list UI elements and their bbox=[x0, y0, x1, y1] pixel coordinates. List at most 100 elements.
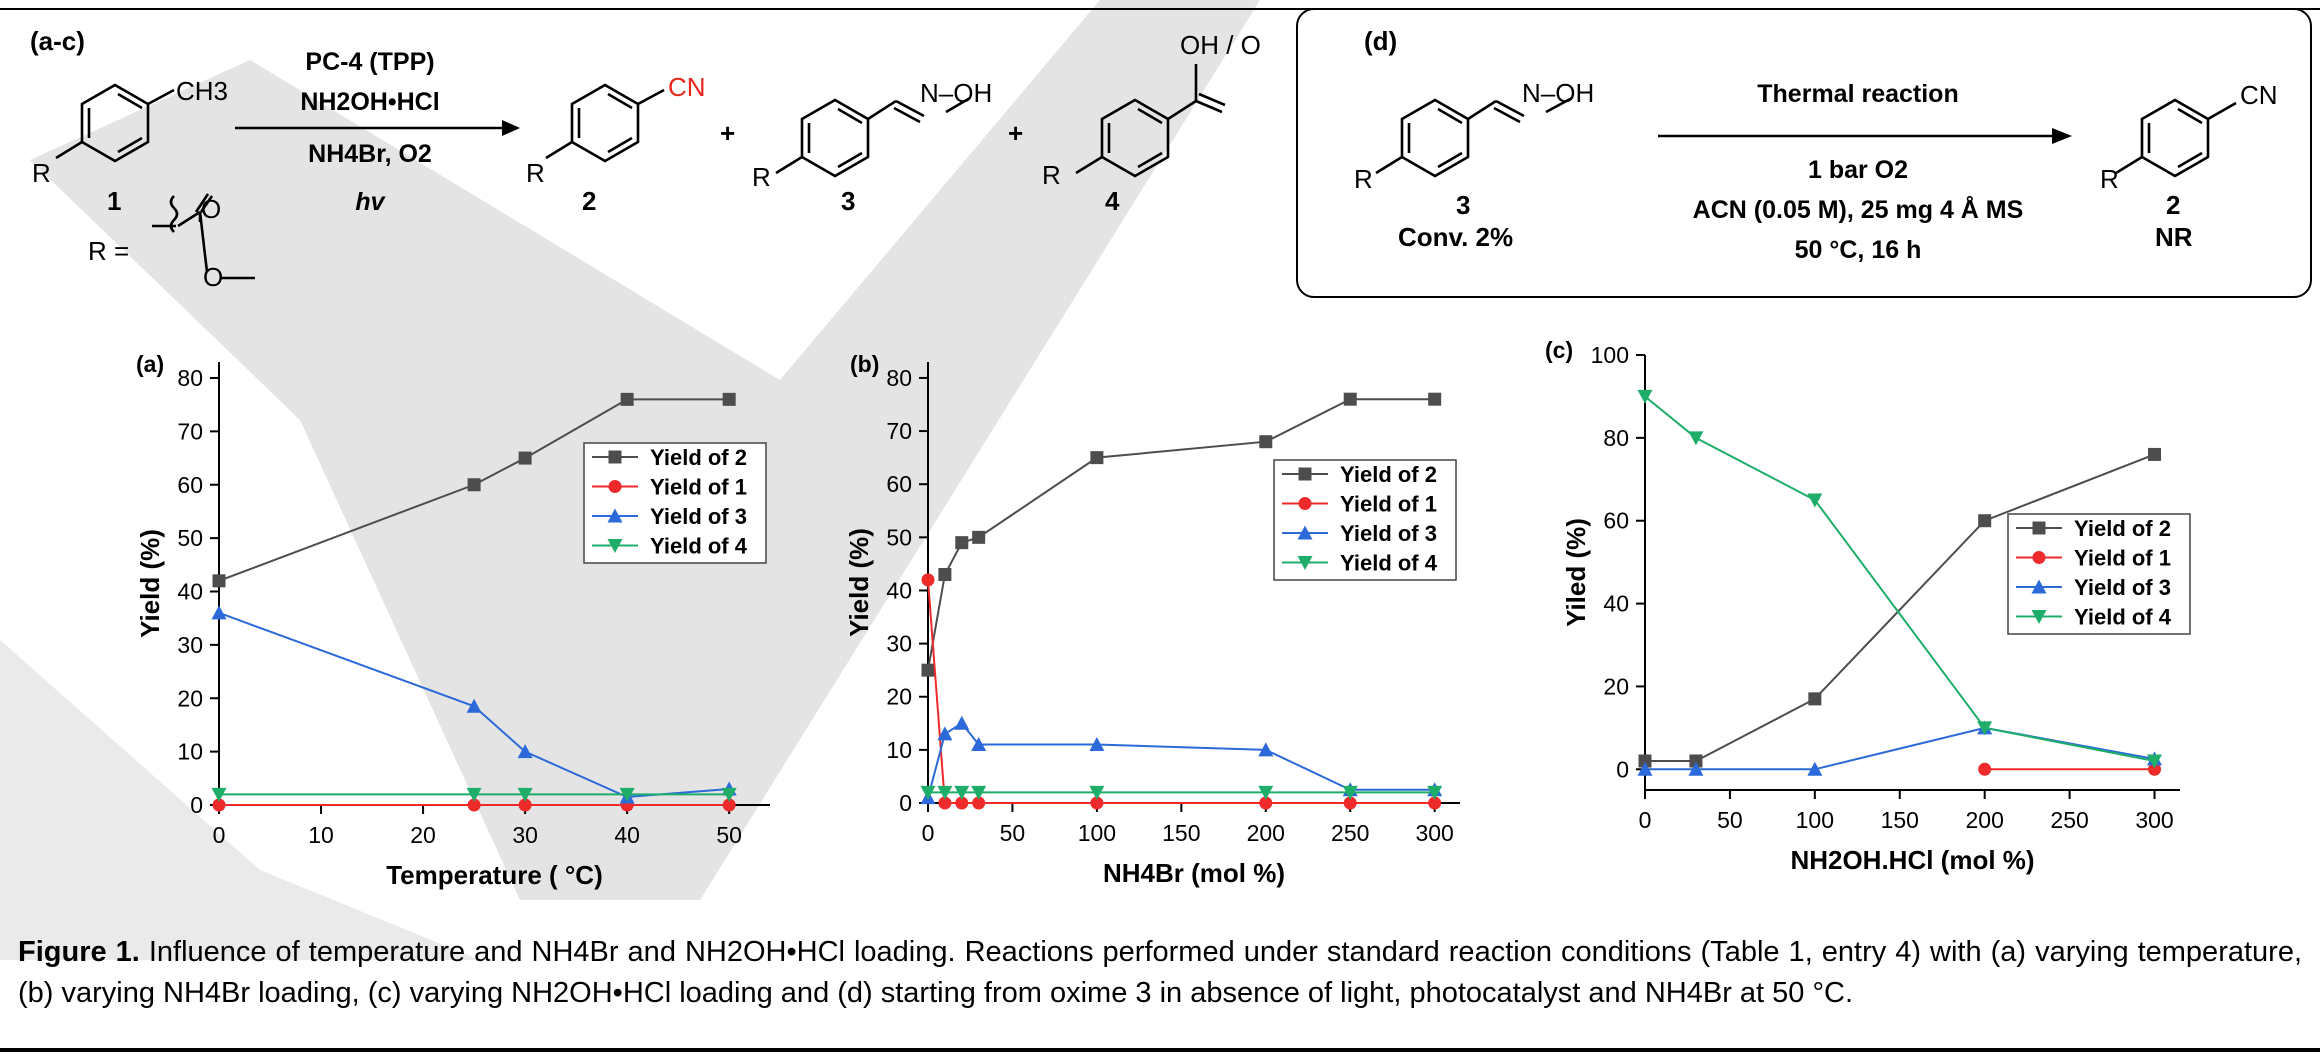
legend-marker bbox=[608, 450, 622, 464]
legend-label: Yield of 2 bbox=[650, 445, 747, 470]
legend-marker bbox=[2031, 579, 2047, 594]
data-point bbox=[938, 796, 952, 810]
compound-2-substituent: R bbox=[526, 158, 545, 188]
data-point bbox=[1258, 742, 1274, 757]
y-tick-label: 40 bbox=[886, 577, 912, 603]
data-point bbox=[1343, 796, 1357, 810]
scheme-d-start-note: Conv. 2% bbox=[1398, 222, 1514, 252]
caption-text: Influence of temperature and NH4Br and N… bbox=[18, 936, 2303, 1009]
data-point bbox=[1637, 761, 1653, 776]
x-tick-label: 150 bbox=[1162, 820, 1200, 846]
legend-label: Yield of 4 bbox=[2074, 605, 2172, 630]
top-rule bbox=[0, 8, 2320, 10]
data-point bbox=[1259, 435, 1273, 449]
x-tick-label: 0 bbox=[213, 822, 226, 848]
reagent-3: NH4Br, O2 bbox=[308, 140, 432, 168]
y-tick-label: 40 bbox=[1603, 591, 1629, 617]
series-4 bbox=[920, 785, 1443, 800]
y-tick-label: 70 bbox=[886, 418, 912, 444]
x-tick-label: 10 bbox=[308, 822, 334, 848]
legend-marker bbox=[607, 539, 623, 553]
legend-marker bbox=[2032, 551, 2046, 564]
compound-3-substituent: R bbox=[752, 162, 771, 192]
compound-1-group: CH3 bbox=[176, 76, 229, 106]
legend-label: Yield of 3 bbox=[1340, 521, 1437, 546]
y-tick-label: 30 bbox=[886, 631, 912, 657]
series-1 bbox=[921, 392, 1442, 677]
data-point bbox=[1427, 785, 1443, 800]
scheme-d-start-group: N–OH bbox=[1522, 78, 1595, 108]
data-point bbox=[1807, 493, 1823, 508]
scheme-d-condition-3: 50 °C, 16 h bbox=[1794, 236, 1922, 264]
data-point bbox=[619, 787, 635, 802]
compound-3-number: 3 bbox=[841, 186, 856, 216]
plus-sign-2: + bbox=[1008, 118, 1024, 148]
data-point bbox=[972, 530, 986, 544]
data-point bbox=[1342, 785, 1358, 800]
y-tick-label: 50 bbox=[177, 525, 203, 551]
scheme-d-condition-2: ACN (0.05 M), 25 mg 4 Å MS bbox=[1692, 196, 2024, 224]
plus-sign: + bbox=[720, 118, 736, 148]
data-point bbox=[1689, 754, 1703, 768]
y-tick-label: 80 bbox=[1603, 425, 1629, 451]
caption-label: Figure 1. bbox=[18, 936, 140, 968]
data-point bbox=[518, 798, 532, 812]
data-point bbox=[1090, 796, 1104, 810]
data-point bbox=[722, 798, 736, 812]
scheme-d-box bbox=[1296, 8, 2312, 298]
x-axis-label: NH2OH.HCl (mol %) bbox=[1790, 845, 2034, 875]
scheme-d-start-substituent: R bbox=[1354, 164, 1373, 194]
legend-marker bbox=[608, 480, 622, 493]
scheme-d-product-substituent: R bbox=[2100, 164, 2119, 194]
y-tick-label: 20 bbox=[177, 685, 203, 711]
data-point bbox=[467, 798, 481, 812]
x-tick-label: 30 bbox=[512, 822, 538, 848]
x-tick-label: 20 bbox=[410, 822, 436, 848]
data-point bbox=[1978, 514, 1992, 528]
bottom-rule bbox=[0, 1048, 2320, 1052]
data-point bbox=[954, 715, 970, 730]
data-point bbox=[954, 785, 970, 800]
y-tick-label: 0 bbox=[1616, 756, 1629, 782]
legend-label: Yield of 4 bbox=[650, 534, 748, 559]
x-tick-label: 300 bbox=[2135, 807, 2173, 833]
series-2 bbox=[921, 573, 1442, 810]
scheme-abc-tag: (a-c) bbox=[30, 26, 85, 56]
legend-label: Yield of 2 bbox=[1340, 462, 1437, 487]
data-point bbox=[971, 785, 987, 800]
y-tick-label: 10 bbox=[177, 739, 203, 765]
data-point bbox=[212, 798, 226, 812]
x-axis-label: Temperature ( °C) bbox=[386, 860, 603, 890]
data-point bbox=[955, 536, 969, 550]
y-tick-label: 80 bbox=[177, 365, 203, 391]
data-point bbox=[921, 663, 935, 677]
chart-panel-tag: (a) bbox=[136, 351, 164, 377]
x-axis-label: NH4Br (mol %) bbox=[1103, 858, 1285, 888]
legend-label: Yield of 3 bbox=[2074, 575, 2171, 600]
data-point bbox=[2148, 762, 2162, 776]
compound-2-number: 2 bbox=[582, 186, 597, 216]
reagent-1: PC-4 (TPP) bbox=[305, 48, 435, 76]
data-point bbox=[972, 796, 986, 810]
data-point bbox=[722, 392, 736, 406]
data-point bbox=[1688, 761, 1704, 776]
data-point bbox=[517, 744, 533, 759]
data-point bbox=[1259, 796, 1273, 810]
y-tick-label: 100 bbox=[1591, 342, 1629, 368]
scheme-d-product-number: 2 bbox=[2166, 190, 2181, 220]
y-tick-label: 0 bbox=[190, 792, 203, 818]
data-point bbox=[1090, 451, 1104, 465]
legend-marker bbox=[2031, 610, 2047, 624]
x-tick-label: 150 bbox=[1881, 807, 1919, 833]
data-point bbox=[920, 785, 936, 800]
legend-label: Yield of 1 bbox=[1340, 492, 1437, 517]
x-tick-label: 100 bbox=[1796, 807, 1834, 833]
data-point bbox=[1343, 392, 1357, 406]
data-point bbox=[971, 737, 987, 752]
data-point bbox=[1089, 785, 1105, 800]
